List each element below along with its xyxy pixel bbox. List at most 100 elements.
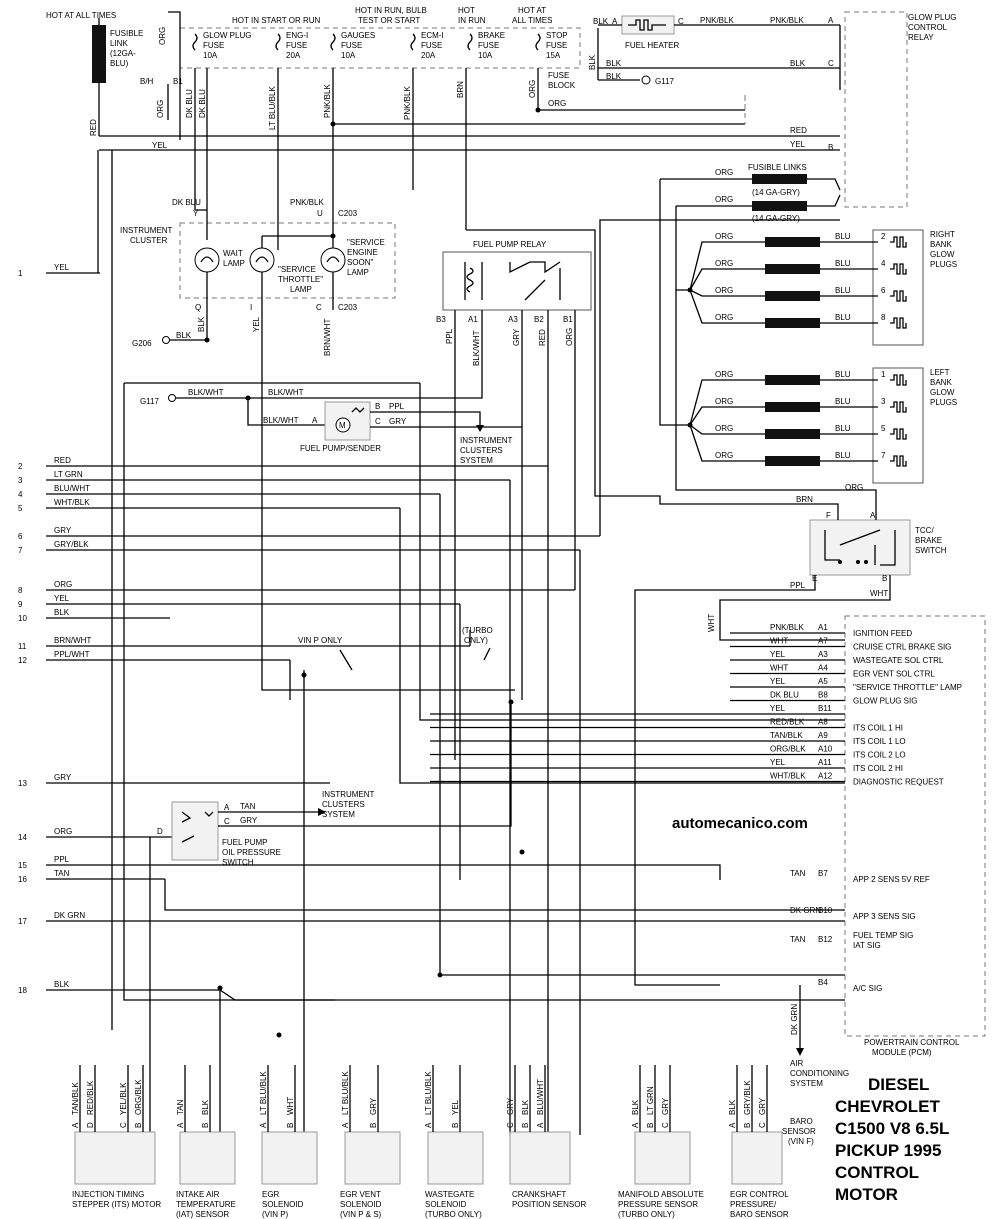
instrument-cluster: [179, 222, 396, 299]
ses-label-2: ENGINE: [347, 248, 378, 257]
pcm-lower-func-2: FUEL TEMP SIG: [853, 931, 913, 940]
bottom-wire-4-1: YEL: [451, 1099, 460, 1115]
svg-text:TAN: TAN: [240, 802, 256, 811]
left-bank-glow-plugs: [872, 367, 924, 484]
svg-text:BRN/WHT: BRN/WHT: [323, 319, 332, 356]
bottom-pin-6-0: A: [631, 1122, 640, 1128]
ac-label-2: CONDITIONING: [790, 1069, 849, 1078]
bottom-pin-5-0: C: [506, 1122, 515, 1128]
relay-label-2: CONTROL: [908, 23, 948, 32]
bottom-component-label-1-0: INTAKE AIR: [176, 1190, 220, 1199]
hot-run-bulb-label: HOT IN RUN, BULB: [355, 6, 427, 15]
svg-text:BLK: BLK: [593, 17, 609, 26]
svg-text:BRN: BRN: [456, 81, 465, 98]
bottom-wire-7-0: BLK: [728, 1099, 737, 1115]
svg-text:FUSE: FUSE: [286, 41, 307, 50]
pcm-wire-color-A5: YEL: [770, 677, 786, 686]
svg-text:B1: B1: [173, 77, 183, 86]
pcm-pin-B11: B11: [818, 704, 832, 713]
pcm-func-A1: IGNITION FEED: [853, 629, 912, 638]
bottom-component-6: [634, 1131, 691, 1185]
relay-label-1: GLOW PLUG: [908, 13, 956, 22]
svg-text:M: M: [339, 421, 346, 430]
bottom-wire-0-0: TAN/BLK: [71, 1082, 80, 1115]
wait-lamp-label-1: WAIT: [223, 249, 243, 258]
bottom-component-label-7-1: PRESSURE/: [730, 1200, 777, 1209]
left-wire-number-13: 13: [18, 779, 27, 788]
svg-text:A1: A1: [468, 315, 478, 324]
fuse-stop: STOP FUSE 15A: [535, 31, 568, 60]
svg-text:BLK: BLK: [588, 54, 597, 70]
svg-text:ORG: ORG: [156, 100, 165, 118]
left-wire-number-14: 14: [18, 833, 27, 842]
bottom-wire-0-2: YEL/BLK: [119, 1082, 128, 1115]
svg-text:ORG: ORG: [548, 99, 566, 108]
left-bank-glow-plug-3-icon: [890, 401, 907, 413]
relay-label-3: RELAY: [908, 33, 934, 42]
ac-label-1: AIR: [790, 1059, 804, 1068]
turbo-only-label-2: ONLY): [464, 636, 488, 645]
left-wire-number-6: 6: [18, 532, 23, 541]
svg-text:ECM-I: ECM-I: [421, 31, 444, 40]
bottom-wire-4-0: LT BLU/BLK: [424, 1071, 433, 1115]
svg-text:GRY: GRY: [240, 816, 258, 825]
service-throttle-label-3: LAMP: [290, 285, 312, 294]
ground-g117-icon: [168, 394, 176, 402]
service-throttle-lamp-icon: [249, 247, 275, 273]
bottom-component-1: [179, 1131, 236, 1185]
svg-text:BRN: BRN: [796, 495, 813, 504]
left-wire-number-2: 2: [18, 462, 23, 471]
pcm-pin-A5: A5: [818, 677, 828, 686]
svg-text:LT BLU/BLK: LT BLU/BLK: [268, 86, 277, 130]
left-bank-plug-number-1: 1: [881, 370, 886, 379]
ic-system-label-3: SYSTEM: [460, 456, 493, 465]
left-bank-label-3: GLOW: [930, 388, 955, 397]
left-wire-number-7: 7: [18, 546, 23, 555]
bottom-wire-7-1: GRY/BLK: [743, 1080, 752, 1115]
bottom-pin-0-3: B: [134, 1123, 143, 1128]
left-wire-number-17: 17: [18, 917, 27, 926]
fuel-pump-relay: [442, 251, 592, 311]
fp-oil-switch-label-1: FUEL PUMP: [222, 838, 268, 847]
svg-text:WHT: WHT: [707, 614, 716, 632]
svg-text:A: A: [612, 17, 618, 26]
svg-text:10A: 10A: [478, 51, 493, 60]
bottom-component-5: [509, 1131, 571, 1185]
left-wire-color-10: BLK: [54, 608, 70, 617]
left-bank-wire-blu: BLU: [835, 451, 851, 460]
svg-text:C: C: [828, 59, 834, 68]
bottom-wire-5-1: BLK: [521, 1099, 530, 1115]
bottom-wire-6-2: GRY: [661, 1097, 670, 1115]
ses-label-1: "SERVICE: [347, 238, 385, 247]
fp-oil-switch-label-3: SWITCH: [222, 858, 254, 867]
fusible-link-label-2: LINK: [110, 39, 128, 48]
left-bank-plug-number-3: 3: [881, 397, 886, 406]
pcm-func-A3: WASTEGATE SOL CTRL: [853, 656, 944, 665]
svg-text:B: B: [828, 143, 833, 152]
pcm-func-A9: ITS COIL 1 LO: [853, 737, 906, 746]
instrument-cluster-label-1: INSTRUMENT: [120, 226, 173, 235]
bottom-component-label-4-0: WASTEGATE: [425, 1190, 474, 1199]
svg-text:YEL: YEL: [790, 140, 806, 149]
pcm-pin-B8: B8: [818, 691, 828, 700]
title-line-1: DIESEL: [868, 1075, 929, 1094]
left-wire-color-2: RED: [54, 456, 71, 465]
bottom-component-label-7-0: EGR CONTROL: [730, 1190, 789, 1199]
left-wire-number-16: 16: [18, 875, 27, 884]
bottom-pin-5-1: B: [521, 1123, 530, 1128]
svg-text:STOP: STOP: [546, 31, 568, 40]
bottom-wire-2-1: WHT: [286, 1097, 295, 1115]
svg-text:BLK/WHT: BLK/WHT: [263, 416, 299, 425]
baro-label-3: (VIN F): [788, 1137, 814, 1146]
svg-text:10A: 10A: [203, 51, 218, 60]
left-wire-number-1: 1: [18, 269, 23, 278]
svg-text:B: B: [375, 402, 380, 411]
svg-text:PNK/BLK: PNK/BLK: [323, 84, 332, 118]
ic-system-label-2: CLUSTERS: [460, 446, 503, 455]
bottom-component-label-5-0: CRANKSHAFT: [512, 1190, 566, 1199]
bottom-pin-6-2: C: [661, 1122, 670, 1128]
bottom-component-label-6-0: MANIFOLD ABSOLUTE: [618, 1190, 704, 1199]
left-bank-glow-plug-5-icon: [890, 428, 907, 440]
fuse-glow-plug: GLOW PLUG FUSE 10A: [192, 31, 251, 60]
